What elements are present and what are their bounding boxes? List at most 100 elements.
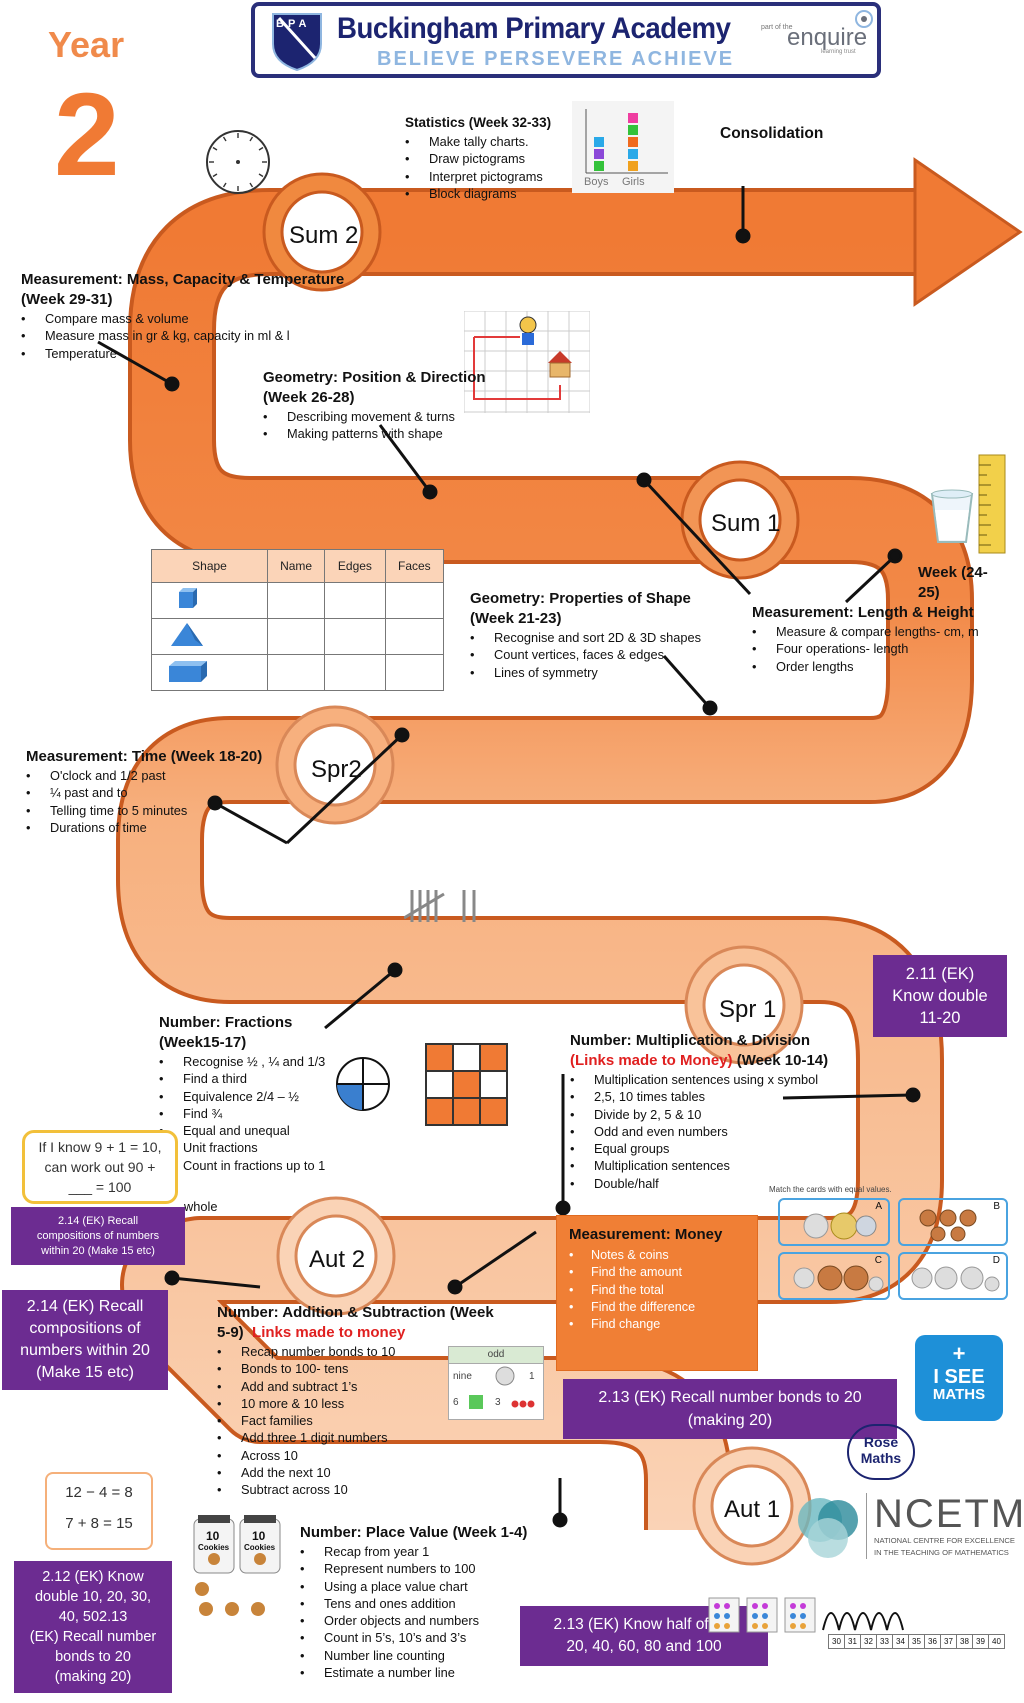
list-item: •Find the total bbox=[569, 1282, 664, 1297]
box-line: 2.11 (EK) bbox=[905, 965, 975, 983]
length-topic: Measurement: Length & Height Measure & c… bbox=[752, 603, 979, 675]
jar-count: 10 bbox=[252, 1529, 266, 1543]
clock-icon bbox=[206, 130, 270, 194]
list-item: Add the next 10 bbox=[217, 1464, 494, 1482]
place-value-heading: Number: Place Value (Week 1-4) bbox=[300, 1524, 528, 1541]
ncetm-line2: IN THE TEACHING OF MATHEMATICS bbox=[874, 1548, 1009, 1557]
list-item: Equal groups bbox=[570, 1140, 828, 1158]
list-item: Measure & compare lengths- cm, m bbox=[752, 623, 979, 641]
term-sum1: Sum 1 bbox=[711, 510, 781, 537]
ncetm-line1: NATIONAL CENTRE FOR EXCELLENCE bbox=[874, 1536, 1015, 1545]
box-line: 2.14 (EK) Recall bbox=[26, 1298, 144, 1315]
bubble-line: can work out 90 + bbox=[44, 1159, 156, 1175]
odd-number-card: odd nine 1 6 3 bbox=[448, 1346, 544, 1420]
box-line: Know double bbox=[892, 987, 988, 1005]
ring-spr1 bbox=[684, 945, 804, 1065]
list-item: •Find change bbox=[569, 1317, 661, 1332]
money-box: Measurement: Money •Notes & coins •Find … bbox=[556, 1215, 758, 1371]
school-motto: BELIEVE PERSEVERE ACHIEVE bbox=[377, 48, 735, 70]
number-line-cell: 34 bbox=[892, 1634, 909, 1649]
shape-table-header: Faces bbox=[384, 549, 445, 583]
cards-caption: Match the cards with equal values. bbox=[769, 1185, 892, 1194]
water-glass-icon bbox=[930, 489, 974, 543]
ncetm-logo-icon bbox=[798, 1498, 858, 1558]
bubble-line: ___ = 100 bbox=[68, 1179, 132, 1195]
number-line-cell: 39 bbox=[972, 1634, 989, 1649]
coin-card-c: C bbox=[778, 1252, 890, 1300]
plus-icon: + bbox=[952, 1341, 966, 1366]
tally-marks-icon bbox=[404, 890, 476, 922]
coin-card-a: A bbox=[778, 1198, 890, 1246]
number-line: 30 31 32 33 34 35 36 37 38 39 40 bbox=[828, 1634, 1005, 1649]
coin-icon bbox=[495, 1366, 515, 1386]
cuboid-icon bbox=[169, 661, 207, 682]
mass-weeks: (Week 29-31) bbox=[21, 291, 113, 308]
box-line: compositions of bbox=[29, 1320, 141, 1337]
jar-label: Cookies bbox=[244, 1543, 276, 1552]
shape-table-header: Name bbox=[266, 549, 326, 583]
ring-spr2 bbox=[275, 705, 395, 825]
place-value-topic: Number: Place Value (Week 1-4) Recap fro… bbox=[300, 1523, 528, 1682]
school-crest-icon bbox=[272, 13, 322, 72]
list-item: Multiplication sentences bbox=[570, 1157, 828, 1175]
list-item: Temperature bbox=[21, 345, 344, 363]
time-topic: Measurement: Time (Week 18-20) O'clock a… bbox=[26, 747, 262, 836]
list-item: Equivalence 2/4 – ½ bbox=[159, 1088, 325, 1106]
addition-weeks: 5-9) bbox=[217, 1324, 244, 1341]
isee-line1: I SEE bbox=[933, 1366, 985, 1388]
list-item: Count in 5’s, 10’s and 3’s bbox=[300, 1629, 527, 1647]
odd-card-number: 6 bbox=[453, 1397, 459, 1408]
table-row bbox=[151, 582, 445, 619]
addition-money-link: Links made to money bbox=[252, 1324, 406, 1341]
isee-line2: MATHS bbox=[932, 1386, 986, 1403]
box-line: 2.12 (EK) Know bbox=[42, 1569, 144, 1585]
number-line-cell: 33 bbox=[876, 1634, 893, 1649]
i-see-maths-logo: + I SEE MATHS bbox=[915, 1335, 1003, 1421]
box-line: (Make 15 etc) bbox=[36, 1364, 134, 1381]
position-weeks: (Week 26-28) bbox=[263, 389, 355, 406]
chart-label-girls: Girls bbox=[622, 176, 645, 188]
list-item: Odd and even numbers bbox=[570, 1123, 828, 1141]
list-item: Bonds to 100- tens bbox=[217, 1360, 494, 1378]
recall-compositions-small-box: 2.14 (EK) Recall compositions of numbers… bbox=[11, 1207, 185, 1265]
list-item: Estimate a number line bbox=[300, 1664, 527, 1682]
table-row bbox=[151, 618, 445, 655]
term-spr2: Spr2 bbox=[311, 756, 362, 783]
list-item: Draw pictograms bbox=[405, 150, 551, 168]
list-item: Number line counting bbox=[300, 1647, 527, 1665]
term-aut1: Aut 1 bbox=[724, 1496, 781, 1523]
box-line: bonds to 20 bbox=[55, 1649, 131, 1665]
list-item: Count vertices, faces & edges bbox=[470, 646, 701, 664]
list-item: Describing movement & turns bbox=[263, 408, 486, 426]
list-item: Add and subtract 1’s bbox=[217, 1378, 494, 1396]
cubes-icon bbox=[469, 1395, 483, 1409]
speech-bubble: If I know 9 + 1 = 10, can work out 90 + … bbox=[22, 1130, 178, 1204]
list-item: Order objects and numbers bbox=[300, 1612, 527, 1630]
statistics-topic: Statistics (Week 32-33) Make tally chart… bbox=[405, 113, 551, 202]
list-item: ¼ past and to bbox=[26, 784, 262, 802]
list-item: •Notes & coins bbox=[569, 1248, 669, 1262]
list-item: Make tally charts. bbox=[405, 133, 551, 151]
coin-card-b: B bbox=[898, 1198, 1008, 1246]
school-header: BPA Buckingham Primary Academy BELIEVE P… bbox=[251, 2, 881, 78]
cube-icon bbox=[179, 588, 197, 608]
number-line-cell: 35 bbox=[908, 1634, 925, 1649]
odd-card-number: 1 bbox=[529, 1371, 535, 1382]
list-item: Tens and ones addition bbox=[300, 1595, 527, 1613]
list-item: 2,5, 10 times tables bbox=[570, 1088, 828, 1106]
list-item: Recognise ½ , ¼ and 1/3 bbox=[159, 1053, 325, 1071]
properties-heading: Geometry: Properties of Shape bbox=[470, 590, 691, 607]
list-item: Telling time to 5 minutes bbox=[26, 802, 262, 820]
rose-maths-logo: Rose Maths bbox=[847, 1424, 915, 1480]
card-letter: A bbox=[875, 1201, 882, 1212]
quarter-circle-icon bbox=[336, 1057, 390, 1111]
counters-icon bbox=[511, 1400, 535, 1408]
number-line-cell: 40 bbox=[988, 1634, 1005, 1649]
list-item: Recap from year 1 bbox=[300, 1543, 527, 1561]
list-item: •Find the amount bbox=[569, 1265, 683, 1280]
box-line: 20, 40, 60, 80 and 100 bbox=[566, 1638, 722, 1655]
equations-card: 12 − 4 = 8 7 + 8 = 15 bbox=[45, 1472, 153, 1550]
list-item: Durations of time bbox=[26, 819, 262, 837]
list-item: Fact families bbox=[217, 1412, 494, 1430]
fractions-topic: Number: Fractions (Week15-17) Recognise … bbox=[159, 1013, 325, 1174]
